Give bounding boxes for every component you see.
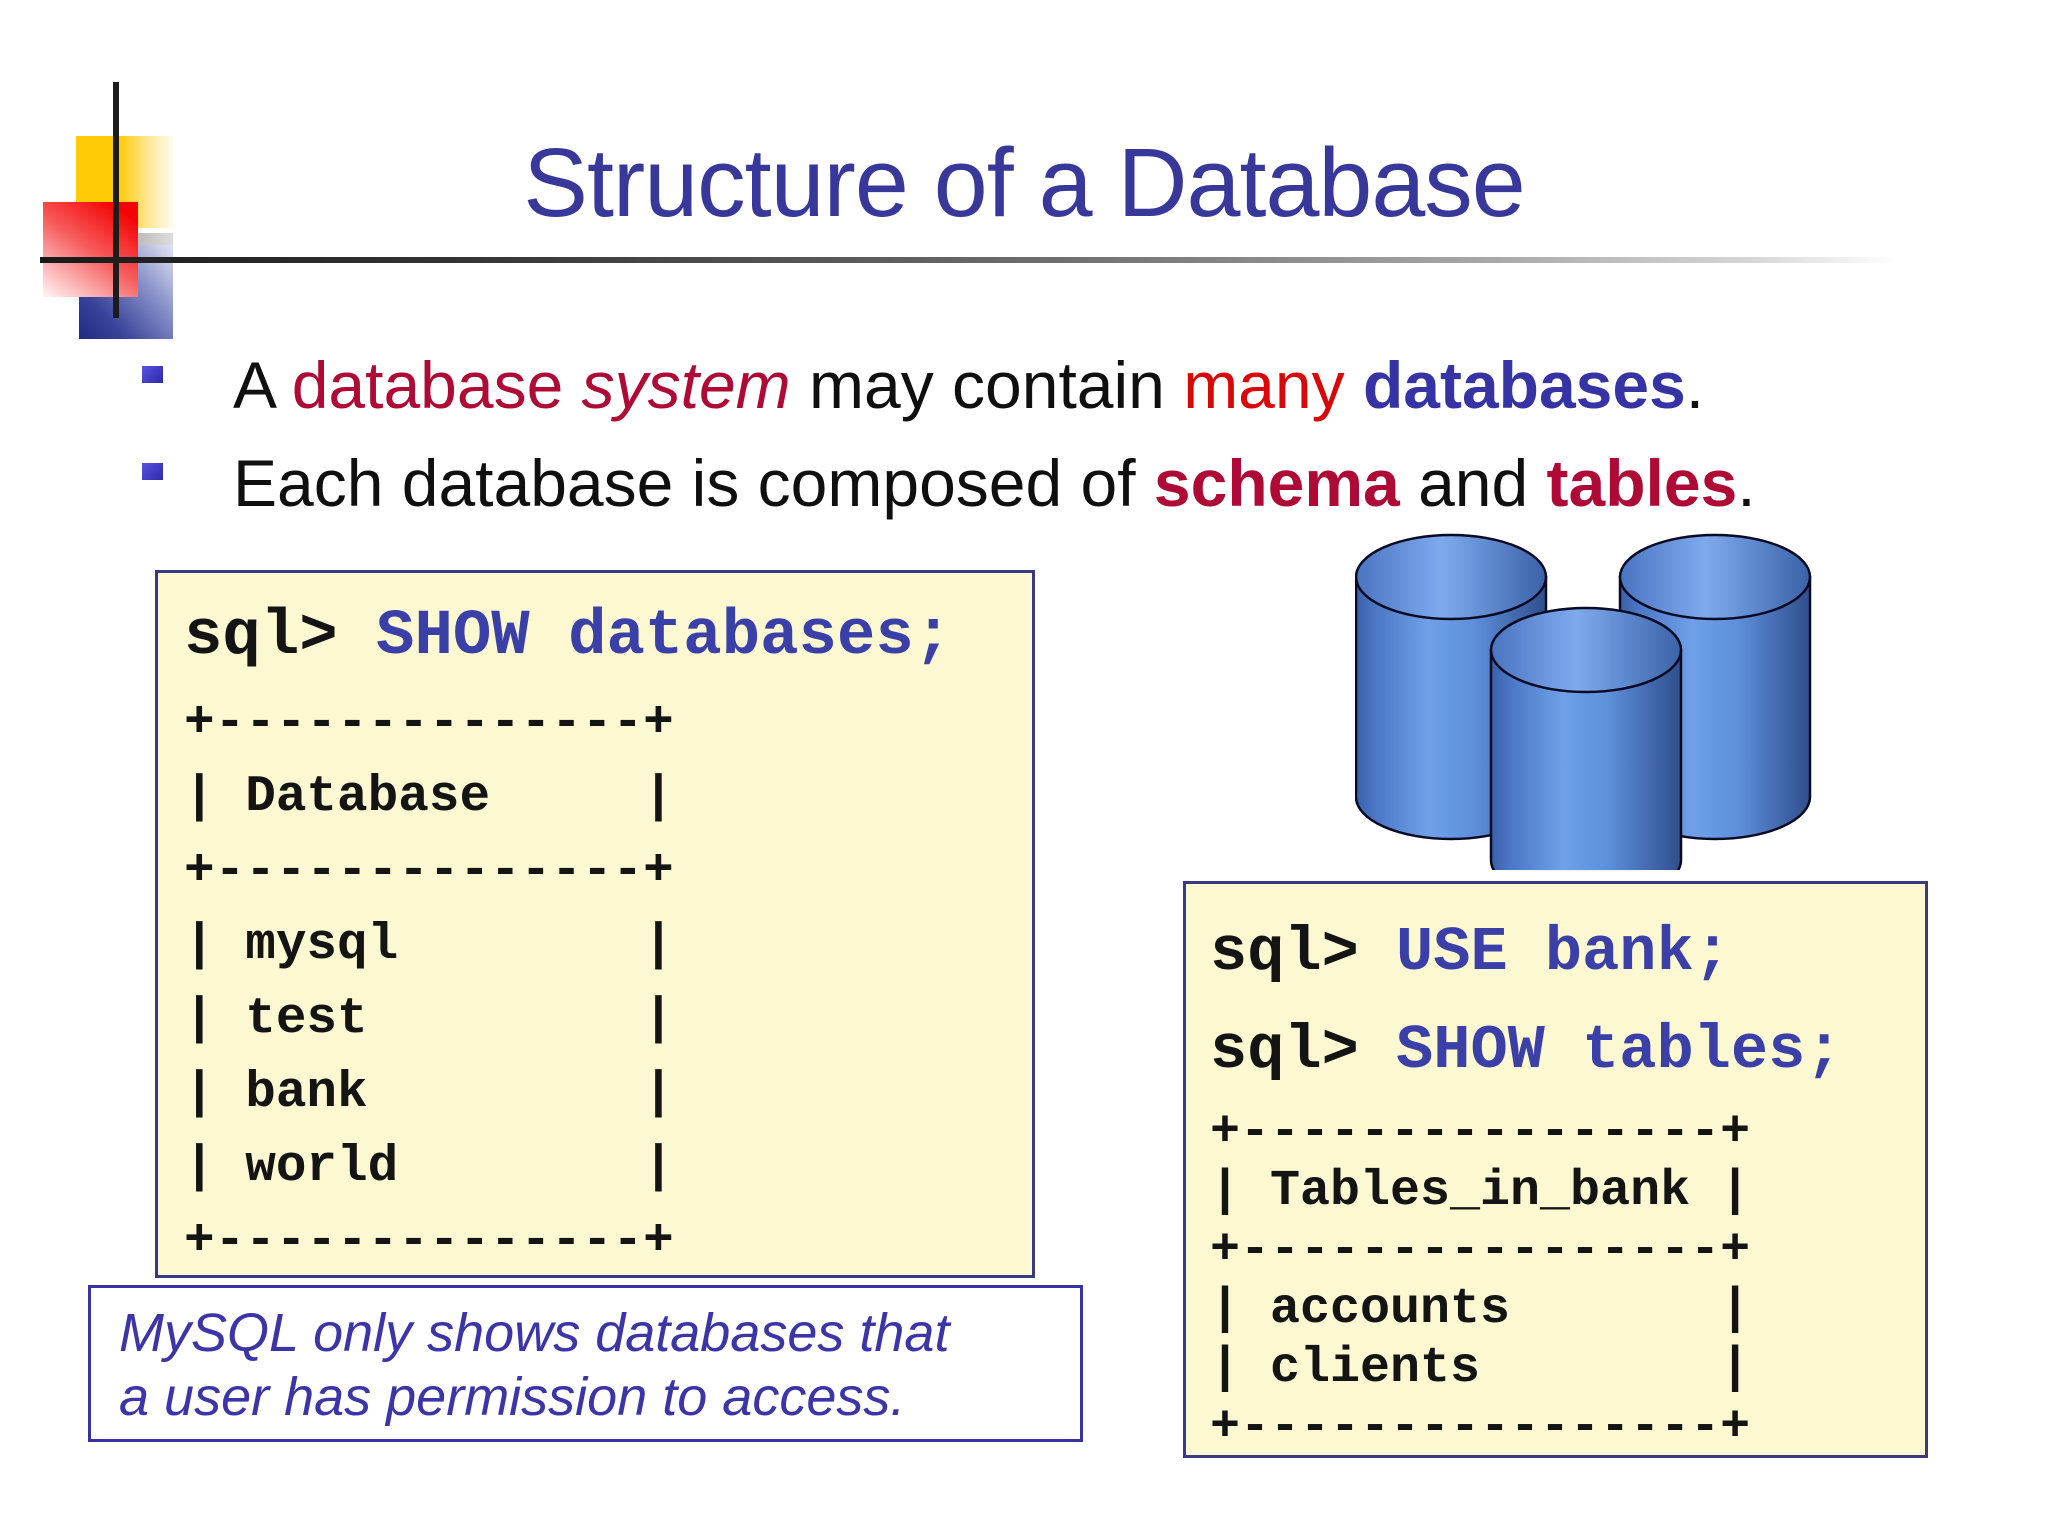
note-line: a user has permission to access.: [119, 1366, 906, 1427]
ascii-line: | bank |: [184, 1065, 674, 1122]
sql-command: USE bank;: [1358, 917, 1731, 988]
ascii-line: | accounts |: [1210, 1281, 1751, 1338]
sql-command-line: sql> SHOW tables;: [1210, 1012, 1925, 1090]
ascii-line: +--------------+: [184, 843, 674, 900]
decor-red-square: [43, 202, 138, 297]
ascii-line: | world |: [184, 1139, 674, 1196]
ascii-line: | clients |: [1210, 1340, 1751, 1397]
ascii-line: +----------------+: [1210, 1399, 1751, 1456]
sql-show-tables-box: sql> USE bank; sql> SHOW tables; +------…: [1183, 881, 1928, 1458]
bullet2-part: Each database is composed of: [233, 446, 1154, 520]
bullet1-part: .: [1685, 348, 1705, 422]
bullet2-part: schema: [1153, 446, 1400, 520]
ascii-table-tables: +----------------+| Tables_in_bank |+---…: [1210, 1103, 1925, 1457]
ascii-line: +----------------+: [1210, 1222, 1751, 1279]
bullet-square-icon: [142, 463, 163, 480]
bullet2-part: and: [1399, 446, 1547, 520]
title-underline-rule: [40, 257, 1896, 263]
bullet2-part: .: [1737, 446, 1756, 520]
bullet1-part: A: [233, 348, 292, 422]
page-title: Structure of a Database: [523, 128, 1525, 237]
sql-prompt: sql>: [184, 601, 338, 673]
decor-vertical-line: [113, 82, 119, 318]
bullet1-part: many: [1183, 348, 1363, 422]
ascii-table-databases: +--------------+ | Database | +-----------…: [184, 687, 1032, 1279]
bullet1-part: may contain: [790, 348, 1184, 422]
sql-prompt: sql>: [1210, 917, 1359, 988]
bullet2-part: tables: [1546, 446, 1738, 520]
bullet1-part: databases: [1362, 348, 1686, 422]
bullet-text-1: A database system may contain many datab…: [233, 352, 1704, 418]
bullet1-part: system: [581, 348, 791, 422]
bullet-square-icon: [142, 366, 163, 383]
ascii-line: | mysql |: [184, 917, 674, 974]
sql-command-line: sql> USE bank;: [1210, 914, 1925, 992]
sql-command: SHOW tables;: [1358, 1014, 1843, 1086]
bullet-text-2: Each database is composed of schema and …: [233, 450, 1756, 516]
ascii-line: +--------------+: [184, 695, 674, 752]
database-cylinders-icon: [1355, 533, 1812, 870]
ascii-line: | Tables_in_bank |: [1210, 1163, 1751, 1220]
ascii-line: +--------------+: [184, 1213, 674, 1270]
bullet1-part: database: [291, 348, 582, 422]
sql-command-line: sql> SHOW databases;: [184, 597, 1032, 677]
ascii-line: +----------------+: [1210, 1104, 1751, 1161]
sql-show-databases-box: sql> SHOW databases; +--------------+ | D…: [155, 570, 1035, 1278]
sql-prompt: sql>: [1210, 1014, 1359, 1086]
note-line: MySQL only shows databases that: [119, 1303, 950, 1363]
ascii-line: | test |: [184, 991, 674, 1048]
sql-command: SHOW databases;: [337, 601, 953, 673]
mysql-permission-note: MySQL only shows databases that a user h…: [88, 1285, 1083, 1442]
ascii-line: | Database |: [184, 769, 674, 826]
